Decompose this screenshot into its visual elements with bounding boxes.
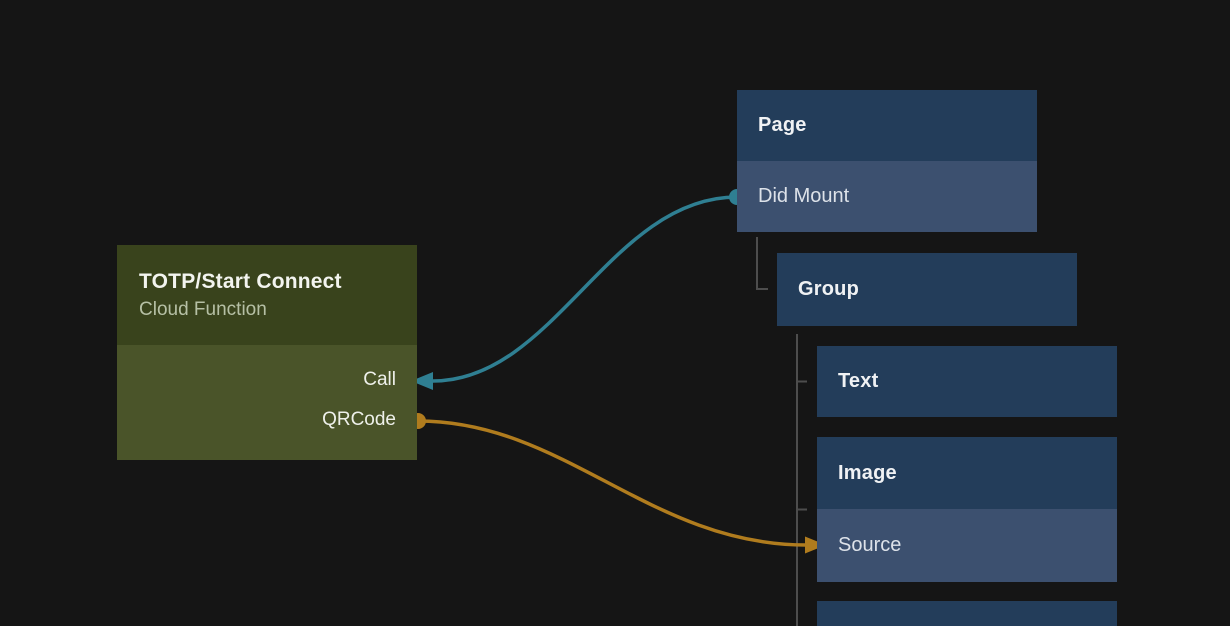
function-node-body: Call QRCode [117, 345, 417, 460]
tree-node-image-label: Image [838, 461, 897, 484]
output-label-qrcode: QRCode [322, 409, 396, 430]
tree-node-image[interactable]: Image Source [817, 437, 1117, 582]
tree-node-page[interactable]: Page Did Mount [737, 90, 1037, 232]
function-node-header[interactable]: TOTP/Start Connect Cloud Function [117, 245, 417, 345]
tree-node-text[interactable]: Text [817, 346, 1117, 417]
row-label-source: Source [838, 534, 902, 556]
function-node-totp-start-connect[interactable]: TOTP/Start Connect Cloud Function Call Q… [117, 245, 417, 460]
connection-qrcode-source-wire[interactable] [417, 419, 807, 547]
connection-didmount-call[interactable] [411, 189, 745, 390]
tree-node-image-header[interactable]: Image [817, 437, 1117, 509]
row-label-did-mount: Did Mount [758, 185, 850, 207]
tree-node-page-label: Page [758, 114, 807, 136]
function-node-subtitle: Cloud Function [139, 298, 267, 320]
tree-node-image-row-source[interactable]: Source [817, 509, 1117, 582]
tree-node-page-header[interactable]: Page [737, 90, 1037, 161]
tree-node-text-header[interactable]: Text [817, 346, 1117, 417]
output-label-call: Call [363, 369, 396, 390]
tree-node-group-header[interactable]: Group [777, 253, 1077, 326]
output-row-qrcode[interactable]: QRCode [117, 400, 417, 440]
tree-node-text-label: Text [838, 370, 879, 392]
tree-node-group-label: Group [798, 278, 859, 300]
tree-guide-page-group [756, 237, 768, 290]
tree-node-group[interactable]: Group [777, 253, 1077, 326]
tree-node-partial[interactable] [817, 601, 1117, 626]
connection-didmount-call-wire[interactable] [432, 195, 738, 383]
output-row-call[interactable]: Call [117, 360, 417, 400]
connection-qrcode-source[interactable] [410, 413, 826, 554]
function-node-title: TOTP/Start Connect [139, 269, 342, 293]
tree-node-page-row-did-mount[interactable]: Did Mount [737, 161, 1037, 232]
tree-node-partial-header[interactable] [817, 601, 1117, 626]
